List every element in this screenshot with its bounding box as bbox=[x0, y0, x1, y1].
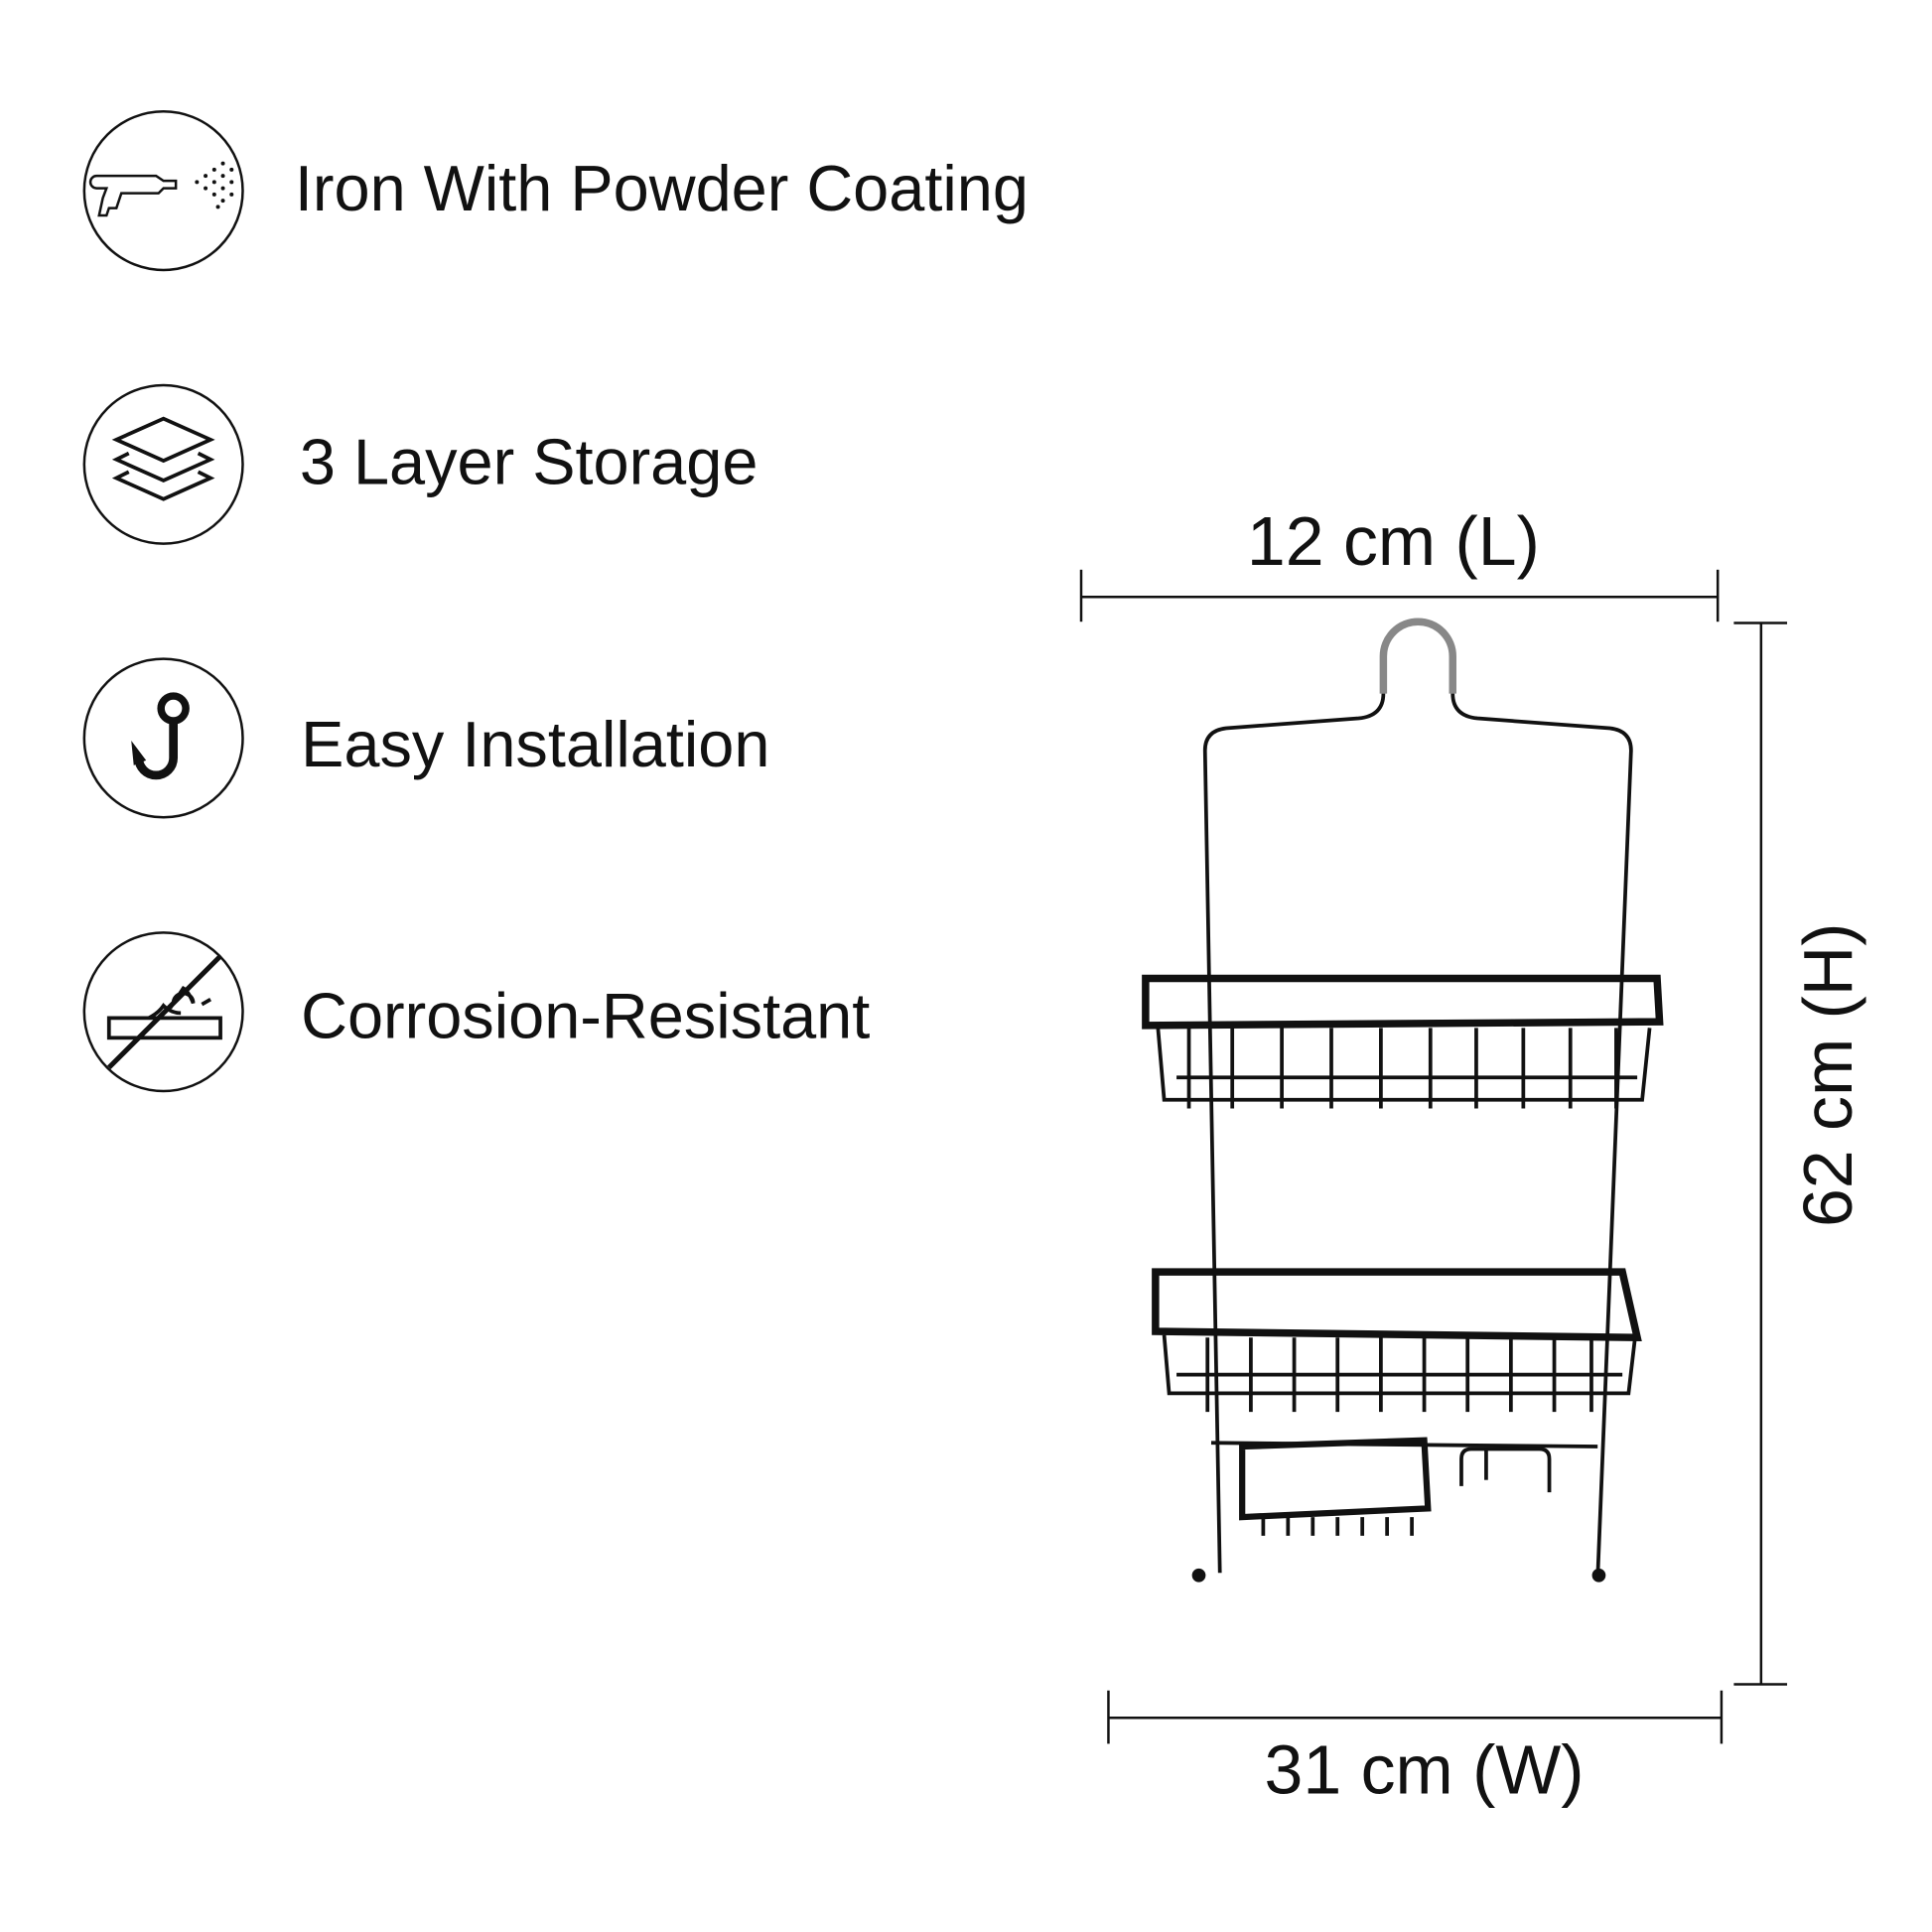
spray-gun-icon bbox=[82, 110, 244, 272]
feature-label: 3 Layer Storage bbox=[300, 426, 759, 498]
feature-label: Corrosion-Resistant bbox=[301, 979, 870, 1051]
dimension-length bbox=[1079, 569, 1720, 622]
dimension-width bbox=[1107, 1690, 1724, 1744]
feature-layer-storage: 3 Layer Storage bbox=[82, 383, 759, 545]
feature-label: Easy Installation bbox=[301, 708, 769, 780]
layers-icon bbox=[82, 383, 244, 545]
top-basket-wires bbox=[1186, 1028, 1618, 1109]
shower-caddy-illustration bbox=[1142, 618, 1664, 1583]
feature-powder-coating: Iron With Powder Coating bbox=[82, 110, 1029, 272]
hook-icon bbox=[82, 657, 244, 819]
feature-corrosion-resistant: Corrosion-Resistant bbox=[82, 931, 870, 1093]
feature-label: Iron With Powder Coating bbox=[295, 152, 1029, 224]
middle-basket-wires bbox=[1205, 1337, 1593, 1413]
dimension-height bbox=[1733, 621, 1788, 1686]
feature-easy-installation: Easy Installation bbox=[82, 657, 769, 819]
height-label: 62 cm (H) bbox=[1789, 922, 1866, 1227]
no-corrosion-icon bbox=[82, 931, 244, 1093]
width-label: 31 cm (W) bbox=[1265, 1730, 1585, 1808]
length-label: 12 cm (L) bbox=[1247, 502, 1540, 580]
